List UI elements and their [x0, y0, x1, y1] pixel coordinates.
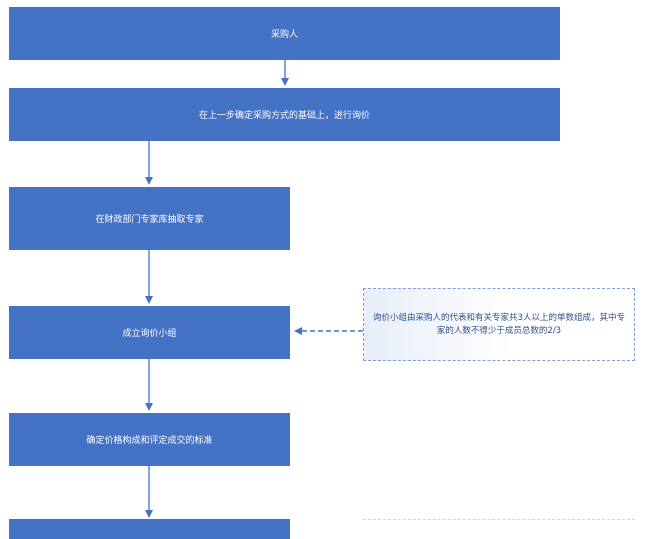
annotation-note-text: 询价小组由采购人的代表和有关专家共3人以上的单数组成，其中专家的人数不得少于成员… [373, 312, 625, 336]
step-box-next-partial [9, 519, 290, 539]
step-label-inquiry: 在上一步确定采购方式的基础上，进行询价 [198, 111, 370, 121]
step-label-purchaser: 采购人 [270, 30, 298, 40]
step-box-pricing-standard: 确定价格构成和评定成交的标准 [9, 413, 290, 466]
annotation-note-partial [363, 519, 635, 530]
step-label-select-experts: 在财政部门专家库抽取专家 [95, 215, 204, 225]
step-label-pricing-standard: 确定价格构成和评定成交的标准 [86, 436, 213, 446]
step-label-form-panel: 成立询价小组 [122, 329, 177, 339]
connector-layer [145, 60, 363, 518]
step-box-select-experts: 在财政部门专家库抽取专家 [9, 187, 290, 250]
step-box-form-panel: 成立询价小组 [9, 306, 290, 359]
annotation-note: 询价小组由采购人的代表和有关专家共3人以上的单数组成，其中专家的人数不得少于成员… [363, 288, 635, 361]
step-box-inquiry: 在上一步确定采购方式的基础上，进行询价 [9, 88, 560, 141]
step-box-purchaser: 采购人 [9, 7, 560, 60]
